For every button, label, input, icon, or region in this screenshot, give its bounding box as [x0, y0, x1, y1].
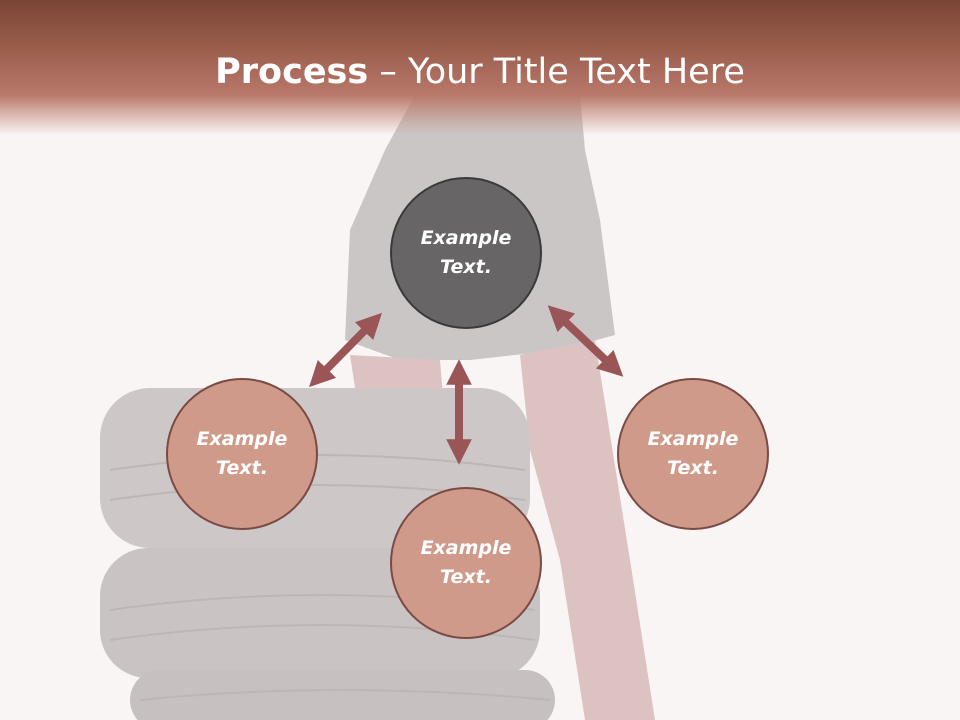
slide-title: Process – Your Title Text Here: [0, 52, 960, 92]
circle-top-line2: Text.: [440, 256, 492, 278]
circle-left-line1: Example: [196, 428, 288, 450]
circle-top-line1: Example: [420, 227, 512, 249]
title-bar: [0, 0, 960, 135]
circle-right: Example Text.: [617, 378, 769, 530]
circle-bottom-line1: Example: [420, 537, 512, 559]
title-bold: Process: [215, 52, 369, 92]
circle-bottom-line2: Text.: [440, 566, 492, 588]
circle-left-line2: Text.: [216, 457, 268, 479]
arrow-top-left: [309, 312, 382, 388]
circle-left: Example Text.: [166, 378, 318, 530]
title-rest: – Your Title Text Here: [368, 52, 745, 92]
arrow-top-right: [547, 305, 624, 377]
circle-right-line2: Text.: [667, 457, 719, 479]
circle-right-line1: Example: [647, 428, 739, 450]
circle-bottom: Example Text.: [390, 487, 542, 639]
circle-top-center: Example Text.: [390, 177, 542, 329]
